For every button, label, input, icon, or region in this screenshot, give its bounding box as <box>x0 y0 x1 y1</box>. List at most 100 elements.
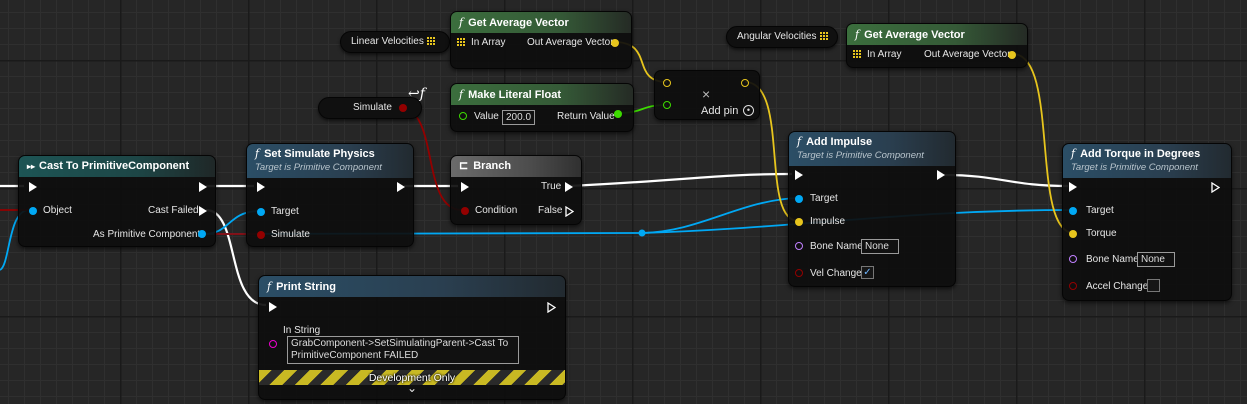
add-pin-button[interactable]: Add pin <box>701 105 739 117</box>
exec-output-pin[interactable] <box>1211 182 1220 193</box>
condition-input-pin[interactable] <box>461 207 469 215</box>
branch-icon: ⊏ <box>459 160 469 172</box>
f-function-icon: f <box>459 16 464 29</box>
object-input-pin[interactable] <box>29 207 37 215</box>
node-title: Get Average Vector <box>864 29 965 41</box>
simulate-variable[interactable]: Simulate <box>318 97 422 119</box>
angular-velocities-variable[interactable]: Angular Velocities <box>726 26 838 48</box>
node-title: Add Torque in Degrees <box>1080 148 1201 160</box>
as-primitive-label: As Primitive Component <box>93 229 201 240</box>
torque-input-pin[interactable] <box>1069 230 1077 238</box>
function-marker-icon: ↩f <box>408 86 425 102</box>
target-input-pin[interactable] <box>1069 207 1077 215</box>
get-average-vector-node-2[interactable]: f Get Average Vector In Array Out Average… <box>846 23 1028 68</box>
object-wire[interactable] <box>641 197 799 234</box>
false-exec-pin[interactable] <box>565 206 574 217</box>
vector-input-pin-a[interactable] <box>663 79 671 87</box>
angular-velocities-label: Angular Velocities <box>737 31 817 42</box>
in-array-label: In Array <box>867 49 902 60</box>
array-pin-icon[interactable] <box>853 50 862 58</box>
bone-name-input-pin[interactable] <box>1069 255 1077 263</box>
linear-velocities-label: Linear Velocities <box>351 36 424 47</box>
exec-wire[interactable] <box>943 173 1069 188</box>
vel-change-checkbox[interactable]: ✓ <box>861 266 874 279</box>
development-only-label: Development Only <box>368 372 456 384</box>
exec-output-pin[interactable] <box>547 302 556 313</box>
wire-reroute-knot[interactable] <box>638 229 646 237</box>
exec-wire[interactable] <box>205 208 267 307</box>
target-input-pin[interactable] <box>257 208 265 216</box>
true-exec-pin[interactable] <box>565 182 573 192</box>
get-average-vector-node-1[interactable]: f Get Average Vector In Array Out Average… <box>450 11 632 69</box>
f-function-icon: f <box>1071 147 1076 160</box>
in-string-input[interactable]: GrabComponent->SetSimulatingParent->Cast… <box>287 336 519 364</box>
cast-failed-exec-pin[interactable] <box>199 206 207 216</box>
exec-input-pin[interactable] <box>795 170 803 180</box>
node-subtitle: Target is Primitive Component <box>1071 162 1198 173</box>
multiply-vector-float-node[interactable]: × Add pin • <box>654 70 760 120</box>
node-title: Set Simulate Physics <box>264 148 375 160</box>
array-pin-icon[interactable] <box>457 38 466 46</box>
torque-label: Torque <box>1086 228 1117 239</box>
bone-name-input[interactable]: None <box>1137 252 1175 267</box>
target-label: Target <box>1086 205 1114 216</box>
vector-output-pin[interactable] <box>611 39 619 47</box>
add-pin-plus-icon[interactable]: • <box>743 105 754 116</box>
vector-output-pin[interactable] <box>1008 51 1016 59</box>
vel-change-input-pin[interactable] <box>795 269 803 277</box>
node-subtitle: Target is Primitive Component <box>797 150 924 161</box>
float-value-input[interactable]: 200.0 <box>502 110 536 125</box>
target-label: Target <box>271 206 299 217</box>
simulate-input-pin[interactable] <box>257 231 265 239</box>
array-pin-icon[interactable] <box>426 37 436 46</box>
bone-name-label: Bone Name <box>810 241 863 252</box>
bone-name-input[interactable]: None <box>861 239 899 254</box>
exec-wire[interactable] <box>569 172 793 188</box>
impulse-input-pin[interactable] <box>795 218 803 226</box>
node-subtitle: Target is Primitive Component <box>255 162 382 173</box>
node-title: Make Literal Float <box>468 89 561 101</box>
exec-input-pin[interactable] <box>257 182 265 192</box>
in-array-label: In Array <box>471 37 506 48</box>
node-title: Get Average Vector <box>468 17 569 29</box>
value-label: Value <box>474 111 499 122</box>
f-function-icon: f <box>855 28 860 41</box>
vector-output-pin[interactable] <box>741 79 749 87</box>
object-output-pin[interactable] <box>198 230 206 238</box>
string-input-pin[interactable] <box>269 340 277 348</box>
false-label: False <box>538 205 563 216</box>
array-pin-icon[interactable] <box>819 32 829 41</box>
out-average-label: Out Average Vector <box>527 37 614 48</box>
out-average-label: Out Average Vector <box>924 49 1011 60</box>
node-title: Branch <box>473 160 512 172</box>
exec-output-pin[interactable] <box>199 182 207 192</box>
multiply-symbol-icon: × <box>702 86 711 102</box>
exec-input-pin[interactable] <box>461 182 469 192</box>
exec-input-pin[interactable] <box>29 182 37 192</box>
cast-to-primitive-component-node[interactable]: ▸▸Cast To PrimitiveComponent Object Cast… <box>18 155 216 247</box>
accel-change-checkbox[interactable] <box>1147 279 1160 292</box>
branch-node[interactable]: ⊏Branch True Condition False <box>450 155 582 225</box>
bool-pin[interactable] <box>399 104 407 112</box>
f-function-icon: f <box>797 135 802 148</box>
accel-change-label: Accel Change <box>1086 281 1149 292</box>
bone-name-input-pin[interactable] <box>795 242 803 250</box>
expand-chevron-icon[interactable]: ⌄ <box>407 381 418 395</box>
exec-output-pin[interactable] <box>397 182 405 192</box>
linear-velocities-variable[interactable]: Linear Velocities <box>340 31 450 53</box>
float-input-pin[interactable] <box>459 112 467 120</box>
exec-input-pin[interactable] <box>1069 182 1077 192</box>
float-output-pin[interactable] <box>614 110 622 118</box>
exec-output-pin[interactable] <box>937 170 945 180</box>
accel-change-input-pin[interactable] <box>1069 282 1077 290</box>
cast-arrows-icon: ▸▸ <box>27 162 36 171</box>
development-only-stripe <box>259 370 565 385</box>
float-input-pin-b[interactable] <box>663 101 671 109</box>
target-input-pin[interactable] <box>795 195 803 203</box>
exec-input-pin[interactable] <box>269 302 277 312</box>
